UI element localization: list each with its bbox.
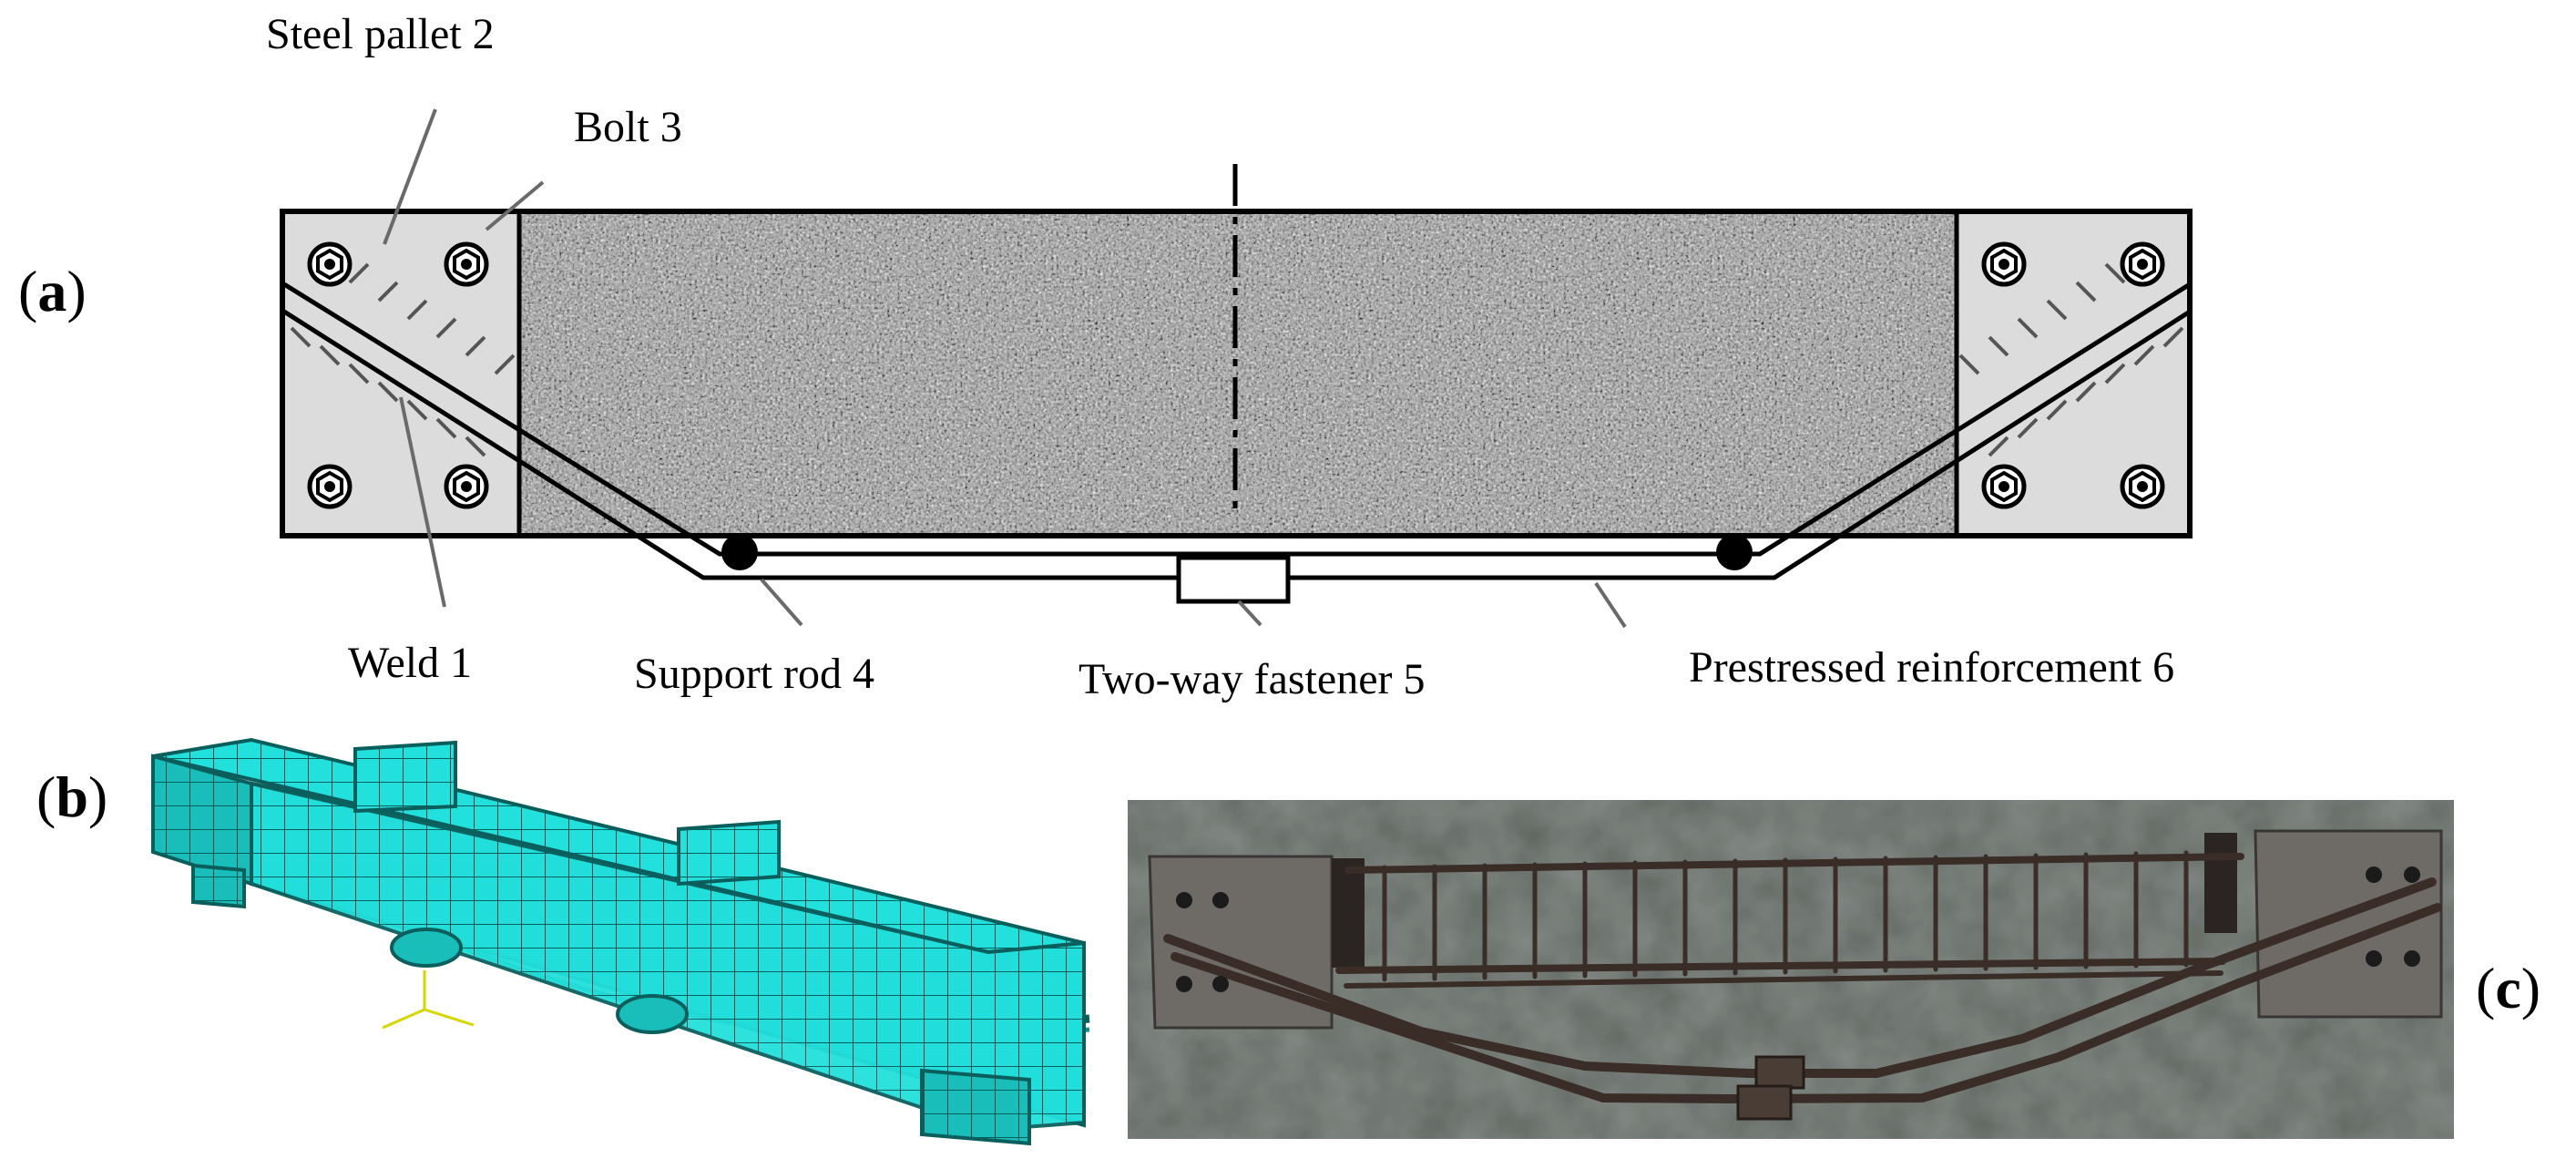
bolt-icon: [310, 467, 350, 507]
photo-prestressed-bars: [1163, 877, 2442, 1104]
photo-reinforcement-cage: [1335, 850, 2244, 989]
bolt-icon: [2122, 467, 2162, 507]
bolt-icon: [446, 467, 486, 507]
weld-hatch-right: [1958, 244, 2184, 457]
bolt-icon: [1984, 467, 2024, 507]
fe-end-plate: [920, 1068, 1031, 1146]
fe-end-plate: [191, 863, 246, 909]
photo-right-steel-plate: [2254, 829, 2443, 1019]
bolt-icon: [310, 244, 350, 284]
label-weld: Weld 1: [348, 639, 473, 687]
label-support-rod: Support rod 4: [634, 650, 874, 698]
fastener-icon: [1176, 555, 1291, 604]
bolt-icon: [2122, 244, 2162, 284]
support-rod-icon: [721, 534, 758, 570]
support-rod-icon: [1716, 534, 1753, 570]
axis-triad-icon: [382, 970, 475, 1030]
label-reinforcement: Prestressed reinforcement 6: [1689, 643, 2175, 692]
fe-support-rod: [390, 928, 463, 968]
panel-label-a: (a): [18, 259, 87, 323]
bolt-icon: [1984, 244, 2024, 284]
photo-fastener: [1754, 1055, 1805, 1090]
photo-fastener: [1736, 1084, 1793, 1121]
fe-support-rod: [616, 994, 689, 1034]
fe-loading-block: [353, 740, 457, 814]
panel-label-b: (b): [36, 764, 108, 829]
panel-a-schematic: [280, 108, 2193, 629]
label-bolt: Bolt 3: [574, 103, 682, 151]
beam-outline: [280, 209, 2193, 538]
panel-label-c: (c): [2476, 956, 2541, 1020]
panel-c-photo: [1128, 800, 2454, 1139]
fe-loading-block: [677, 819, 781, 887]
concrete-texture: [519, 211, 1957, 536]
weld-hatch-left: [290, 244, 516, 457]
bolt-icon: [446, 244, 486, 284]
panel-b-fe-model: [151, 737, 1090, 1146]
leader-lines: [383, 108, 1627, 629]
label-steel-pallet: Steel pallet 2: [266, 10, 495, 58]
label-fastener: Two-way fastener 5: [1078, 655, 1426, 703]
photo-bolts: [1176, 866, 2420, 992]
